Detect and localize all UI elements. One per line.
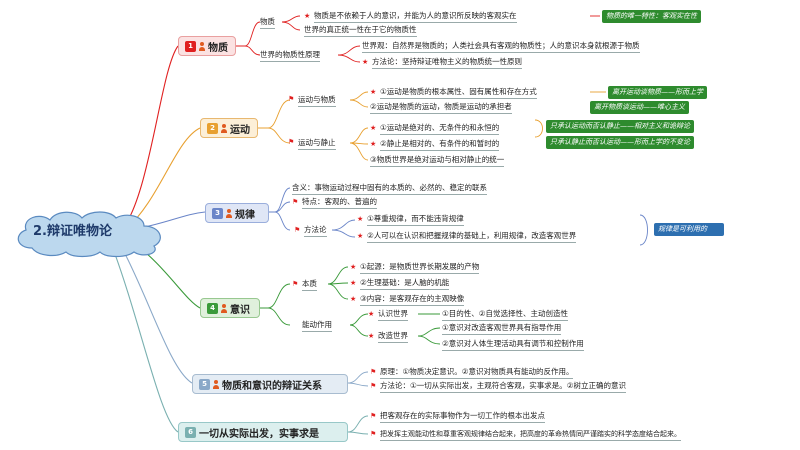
node-matter-def: 物质是不依赖于人的意识，并能为人的意识所反映的客观实在	[314, 11, 517, 23]
central-cloud-shape	[17, 211, 161, 258]
node-combine: 把发挥主观能动性和尊重客观规律结合起来，把高度的革命热情同严谨踏实的科学态度结合…	[380, 429, 681, 441]
branch-number: 6	[185, 426, 196, 438]
note-idealism: 离开物质谈运动——唯心主义	[590, 101, 689, 114]
person-icon	[226, 208, 232, 218]
star-icon: ★	[362, 58, 369, 66]
flag-icon: ⚑	[370, 368, 377, 376]
star-icon: ★	[304, 12, 311, 20]
branch-number: 3	[212, 207, 223, 219]
node-law-meaning: 含义：事物运动过程中固有的本质的、必然的、稳定的联系	[292, 183, 487, 195]
node-law-features: 特点：客观的、普遍的	[302, 197, 377, 209]
node-motion-carrier: ②运动是物质的运动，物质是运动的承担者	[370, 102, 512, 114]
node-use-law: ②人可以在认识和把握规律的基础上，利用规律，改造客观世界	[367, 231, 577, 243]
star-icon: ★	[357, 232, 364, 240]
node-regulation: ②意识对人体生理活动具有调节和控制作用	[442, 339, 584, 351]
node-world-materiality: 世界的物质性原理	[260, 50, 320, 62]
flag-icon: ⚑	[370, 382, 377, 390]
node-know-features: ①目的性、②自觉选择性、主动创造性	[442, 309, 568, 321]
node-guidance: ①意识对改造客观世界具有指导作用	[442, 323, 562, 335]
note-metaphysics: 离开运动谈物质——形而上学	[608, 86, 707, 99]
star-icon: ★	[350, 295, 357, 303]
link-b1	[119, 45, 179, 233]
branch-label: 物质和意识的辩证关系	[222, 380, 322, 392]
star-icon: ★	[350, 279, 357, 287]
branch-dialectical-relation[interactable]: 5 物质和意识的辩证关系	[192, 374, 348, 394]
person-icon	[199, 41, 205, 51]
star-icon: ★	[370, 124, 377, 132]
branch-number: 4	[207, 302, 218, 314]
branch-number: 1	[185, 40, 196, 52]
node-motion-matter: 运动与物质	[298, 95, 336, 107]
branch-matter[interactable]: 1 物质	[178, 36, 236, 56]
star-icon: ★	[370, 88, 377, 96]
node-matter: 物质	[260, 17, 275, 29]
branch-label: 运动	[230, 124, 250, 136]
node-principle: 原理：①物质决定意识。②意识对物质具有能动的反作用。	[380, 367, 574, 379]
node-motion-absolute: ①运动是绝对的、无条件的和永恒的	[380, 123, 500, 135]
branch-label: 一切从实际出发，实事求是	[199, 428, 319, 440]
branch-law[interactable]: 3 规律	[205, 203, 269, 223]
star-icon: ★	[368, 332, 375, 340]
node-transform-world: 改造世界	[378, 331, 408, 343]
branch-label: 物质	[208, 42, 228, 54]
link-b6	[111, 245, 179, 433]
central-title: 2.辩证唯物论	[33, 224, 112, 239]
person-icon	[221, 303, 227, 313]
flag-icon: ⚑	[292, 280, 299, 288]
person-icon	[213, 379, 219, 389]
branch-number: 5	[199, 378, 210, 390]
star-icon: ★	[350, 263, 357, 271]
branch-number: 2	[207, 122, 218, 134]
note-unchanging: 只承认静止而否认运动——形而上学的不变论	[546, 136, 694, 149]
node-respect-law: ①尊重规律，而不能违背规律	[367, 214, 464, 226]
node-dynamic-role: 能动作用	[302, 320, 332, 332]
branch-label: 意识	[230, 304, 250, 316]
star-icon: ★	[368, 310, 375, 318]
note-relativism: 只承认运动而否认静止——相对主义和诡辩论	[546, 120, 694, 133]
link-b5	[119, 243, 193, 384]
node-world-unity: 世界的真正统一性在于它的物质性	[304, 25, 417, 37]
node-unity: ③物质世界是绝对运动与相对静止的统一	[370, 155, 505, 167]
note-law-usable: 规律是可利用的	[654, 223, 724, 236]
node-worldview: 世界观：自然界是物质的；人类社会具有客观的物质性；人的意识本身就根源于物质	[362, 41, 640, 53]
node-rest-relative: ②静止是相对的、有条件的和暂时的	[380, 139, 500, 151]
flag-icon: ⚑	[288, 95, 295, 103]
flag-icon: ⚑	[294, 226, 301, 234]
node-starting-point: 把客观存在的实际事物作为一切工作的根本出发点	[380, 411, 545, 423]
node-motion-attribute: ①运动是物质的根本属性、固有属性和存在方式	[380, 87, 537, 99]
branch-consciousness[interactable]: 4 意识	[200, 298, 260, 318]
node-content: ③内容：是客观存在的主观映像	[360, 294, 465, 306]
star-icon: ★	[370, 140, 377, 148]
flag-icon: ⚑	[292, 198, 299, 206]
branch-label: 规律	[235, 209, 255, 221]
node-know-world: 认识世界	[378, 309, 408, 321]
node-motion-rest: 运动与静止	[298, 138, 336, 150]
person-icon	[221, 123, 227, 133]
flag-icon: ⚑	[370, 430, 377, 438]
flag-icon: ⚑	[370, 412, 377, 420]
branch-seek-truth[interactable]: 6 一切从实际出发，实事求是	[178, 422, 348, 442]
branch-motion[interactable]: 2 运动	[200, 118, 258, 138]
note-matter-property: 物质的唯一特性：客观实在性	[602, 10, 701, 23]
star-icon: ★	[357, 215, 364, 223]
node-methodology-matter: 方法论：坚持辩证唯物主义的物质统一性原则	[372, 57, 522, 69]
node-physiological: ②生理基础：是人脑的机能	[360, 278, 450, 290]
node-method-practical: 方法论：①一切从实际出发，主观符合客观，实事求是。②树立正确的意识	[380, 381, 626, 393]
node-law-method: 方法论	[304, 225, 327, 237]
flag-icon: ⚑	[288, 138, 295, 146]
node-origin: ①起源：是物质世界长期发展的产物	[360, 262, 480, 274]
node-essence: 本质	[302, 279, 317, 291]
